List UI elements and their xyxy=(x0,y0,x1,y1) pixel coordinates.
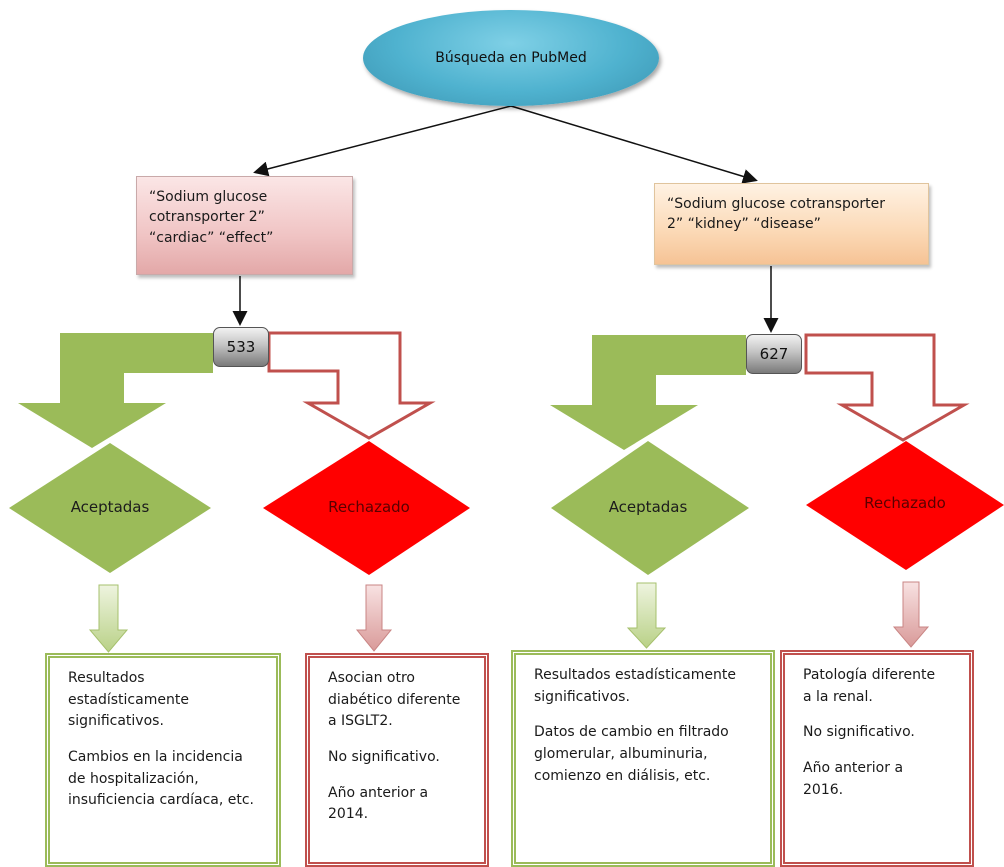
query-line: “cardiac” “effect” xyxy=(149,229,274,246)
query-line: cotransporter 2” xyxy=(149,209,265,226)
count-box-cardiac: 533 xyxy=(213,327,269,367)
result-paragraph: Resultados estadísticamente significativ… xyxy=(534,665,752,708)
right-reject-diamond xyxy=(806,441,1004,570)
result-box-kidney-accepted: Resultados estadísticamente significativ… xyxy=(511,650,775,867)
result-paragraph: Datos de cambio en filtrado glomerular, … xyxy=(534,722,752,787)
query-line: “Sodium glucose xyxy=(149,189,268,205)
query-box-kidney: “Sodium glucose cotransporter 2” “kidney… xyxy=(654,183,929,265)
result-paragraph: Año anterior a 2014. xyxy=(328,783,466,826)
connector-root-to-left-query xyxy=(253,105,512,177)
right-reject-label: Rechazado xyxy=(864,494,946,512)
right-reject-bent-arrow xyxy=(804,333,970,442)
result-paragraph: Resultados estadísticamente significativ… xyxy=(68,668,258,733)
right-accept-down-arrow xyxy=(626,582,667,649)
count-box-kidney: 627 xyxy=(746,334,802,374)
result-box-kidney-rejected: Patología diferente a la renal. No signi… xyxy=(780,650,974,867)
result-paragraph: No significativo. xyxy=(328,747,466,769)
result-line: glomerular, albuminuria, xyxy=(534,746,708,763)
result-box-cardiac-rejected: Asocian otro diabético diferente a ISGLT… xyxy=(305,653,489,867)
right-reject-down-arrow xyxy=(892,581,930,648)
result-paragraph: No significativo. xyxy=(803,722,951,744)
result-line: Datos de cambio en filtrado xyxy=(534,724,729,741)
result-line: 2014. xyxy=(328,806,369,823)
result-line: significativos. xyxy=(68,713,164,730)
result-line: estadísticamente xyxy=(68,691,189,708)
count-value: 533 xyxy=(226,338,256,356)
result-line: Asocian otro xyxy=(328,670,415,686)
result-line: 2016. xyxy=(803,781,844,798)
result-line: de hospitalización, xyxy=(68,770,199,787)
connector-root-to-right-query xyxy=(510,105,758,184)
result-paragraph: Asocian otro diabético diferente a ISGLT… xyxy=(328,668,466,733)
query-box-cardiac: “Sodium glucose cotransporter 2” “cardia… xyxy=(136,176,353,275)
result-line: No significativo. xyxy=(328,749,440,766)
right-accept-bent-arrow xyxy=(550,335,746,450)
result-line: Resultados estadísticamente xyxy=(534,667,736,683)
left-accept-bent-arrow xyxy=(18,333,213,448)
result-line: insuficiencia cardíaca, etc. xyxy=(68,792,255,809)
result-line: comienzo en diálisis, etc. xyxy=(534,767,711,784)
result-line: a la renal. xyxy=(803,688,873,705)
left-reject-label: Rechazado xyxy=(328,498,410,516)
result-line: significativos. xyxy=(534,688,630,705)
result-line: Año anterior a xyxy=(328,784,429,801)
left-reject-bent-arrow xyxy=(267,331,436,440)
result-line: Patología diferente xyxy=(803,667,936,683)
left-accept-down-arrow xyxy=(88,584,129,653)
result-line: diabético diferente xyxy=(328,691,461,708)
result-line: Año anterior a xyxy=(803,760,904,777)
left-accept-diamond xyxy=(9,443,211,573)
result-paragraph: Cambios en la incidencia de hospitalizac… xyxy=(68,747,258,812)
result-paragraph: Patología diferente a la renal. xyxy=(803,665,951,708)
query-line: 2” “kidney” “disease” xyxy=(667,216,821,233)
result-box-cardiac-accepted: Resultados estadísticamente significativ… xyxy=(45,653,281,867)
left-reject-diamond xyxy=(263,441,470,575)
left-accept-label: Aceptadas xyxy=(70,498,150,516)
right-accept-diamond xyxy=(551,441,749,575)
root-node: Búsqueda en PubMed xyxy=(363,10,659,106)
result-paragraph: Año anterior a 2016. xyxy=(803,758,951,801)
result-line: Cambios en la incidencia xyxy=(68,749,243,766)
query-line: “Sodium glucose cotransporter xyxy=(667,196,886,212)
right-accept-label: Aceptadas xyxy=(608,498,688,516)
result-line: No significativo. xyxy=(803,724,915,741)
left-reject-down-arrow xyxy=(355,584,393,652)
result-line: a ISGLT2. xyxy=(328,713,393,730)
count-value: 627 xyxy=(759,345,789,363)
result-line: Resultados xyxy=(68,670,145,686)
root-node-label: Búsqueda en PubMed xyxy=(435,50,587,66)
